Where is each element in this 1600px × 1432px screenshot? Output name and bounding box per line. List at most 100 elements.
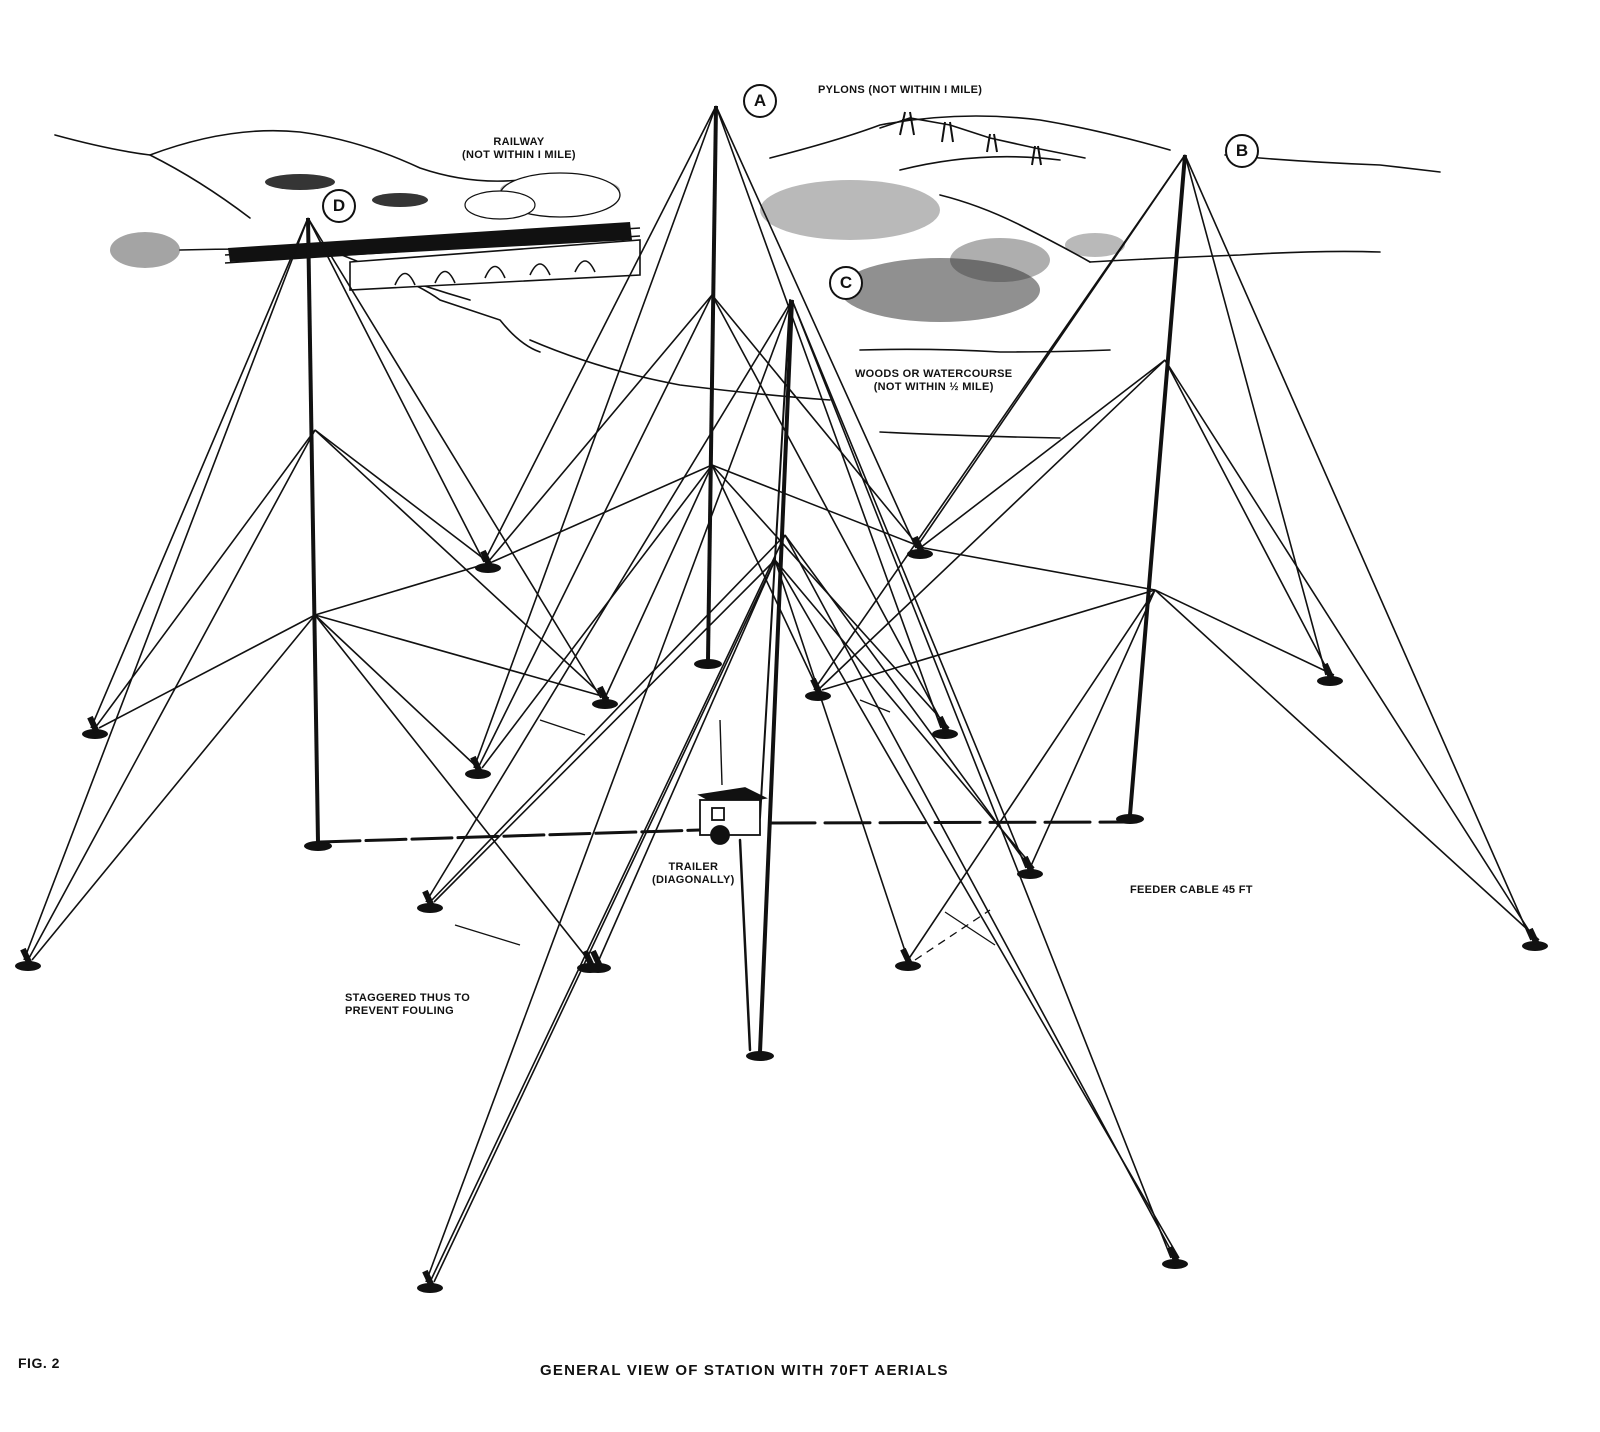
mast-b-stay-wire	[907, 589, 1156, 961]
hill-right-lower	[899, 155, 1061, 171]
mast-a-base	[694, 659, 722, 669]
anchor-peg	[895, 961, 921, 971]
feeder-cables	[318, 299, 1132, 1052]
railway-label-line1: RAILWAY	[493, 136, 545, 148]
railway-label: RAILWAY (NOT WITHIN I MILE)	[462, 136, 576, 162]
mast-d-stay-wire	[314, 614, 479, 769]
masts	[306, 105, 1187, 1053]
stay-wires	[23, 105, 1540, 1283]
woods-label-line2: (NOT WITHIN ½ MILE)	[873, 381, 994, 393]
mast-c-stay-wire	[429, 534, 786, 1283]
mast-c-stay-wire	[784, 534, 1031, 869]
mast-a-stay-wire	[481, 464, 713, 769]
mast-b-stay-wire	[821, 589, 1156, 691]
feeder-cable-label: FEEDER CABLE 45 FT	[1130, 884, 1253, 896]
trailer-label-line2: (DIAGONALLY)	[652, 874, 735, 886]
mast-b-stay-wire	[1184, 154, 1327, 676]
anchor-peg	[1522, 941, 1548, 951]
mast-c-stay-wire	[425, 299, 793, 1283]
mast-d-stay-wire	[94, 429, 316, 729]
mast-c-stay-wire	[774, 559, 1035, 869]
hill-right	[769, 115, 1171, 159]
anchor-peg	[592, 699, 618, 709]
hill-left	[54, 129, 521, 182]
mast-c-stay-wire	[433, 559, 776, 903]
anchor-peg	[417, 1283, 443, 1293]
anchor-pegs	[15, 535, 1548, 1293]
mast-d-pole	[306, 217, 320, 843]
mast-c-stay-wire	[774, 559, 1180, 1259]
anchor-peg	[82, 729, 108, 739]
horizon-right	[1089, 250, 1381, 263]
mast-c-stay-wire	[429, 534, 786, 903]
mast-a-stay-wire	[711, 464, 925, 549]
figure-caption: GENERAL VIEW OF STATION WITH 70FT AERIAL…	[540, 1362, 949, 1379]
mast-a-stay-wire	[473, 105, 717, 769]
anchor-stake	[597, 685, 610, 703]
mast-a-stay-wire	[487, 294, 713, 563]
mast-c-stay-wire	[791, 299, 1172, 1259]
anchor-peg	[585, 963, 611, 973]
railway-label-line2: (NOT WITHIN I MILE)	[462, 149, 576, 161]
mast-c-label: C	[829, 266, 863, 300]
mast-b-stay-wire	[1164, 359, 1536, 941]
mast-c-stay-wire	[433, 559, 776, 1283]
hill-left-lower	[149, 154, 251, 219]
anchor-stake	[20, 947, 33, 965]
mast-d-stay-wire	[314, 561, 493, 616]
field-edge-3	[859, 348, 1111, 353]
mast-b-stay-wire	[1164, 359, 1331, 676]
mast-b-stay-wire	[1154, 589, 1540, 941]
feeder-to-c	[759, 299, 791, 819]
mast-b-stay-wire	[817, 359, 1166, 691]
mast-d-stay-wire	[314, 429, 606, 699]
mast-a-stay-wire	[715, 105, 942, 729]
anchor-peg	[15, 961, 41, 971]
anchor-peg	[1317, 676, 1343, 686]
mast-a-stay-wire	[491, 464, 713, 563]
anchor-peg	[1162, 1259, 1188, 1269]
mast-b-stay-wire	[919, 359, 1166, 549]
anchor-stake	[422, 1269, 435, 1287]
trailer-label-line1: TRAILER	[668, 861, 719, 873]
mast-d-stay-wire	[314, 614, 610, 699]
pylons-label: PYLONS (NOT WITHIN I MILE)	[818, 84, 983, 96]
anchor-peg	[932, 729, 958, 739]
mast-c-stay-wire	[791, 299, 1027, 869]
mast-d-stay-wire	[90, 217, 309, 729]
anchor-stake	[470, 755, 483, 773]
mast-c-stay-wire	[597, 559, 776, 963]
anchor-peg	[417, 903, 443, 913]
mast-b-stay-wire	[1184, 154, 1532, 941]
mast-d-stay-wire	[307, 217, 485, 563]
mast-d-stay-wire	[31, 614, 316, 961]
figure-number: FIG. 2	[18, 1355, 60, 1371]
mast-a-stay-wire	[483, 105, 717, 563]
pylon-line	[879, 117, 1086, 159]
mast-b-stay-wire	[1154, 589, 1335, 676]
anchor-peg	[907, 549, 933, 559]
staggered-label: STAGGERED THUS TO PREVENT FOULING	[345, 992, 470, 1018]
mast-a-stay-wire	[715, 105, 917, 549]
staggered-label-line2: PREVENT FOULING	[345, 1005, 455, 1017]
field-edge-4	[879, 431, 1061, 439]
woods-label-line1: WOODS OR WATERCOURSE	[855, 368, 1013, 380]
staggered-label-line1: STAGGERED THUS TO	[345, 992, 471, 1004]
mast-d-stay-wire	[314, 614, 591, 963]
mast-a-pole	[706, 105, 718, 661]
anchor-peg	[805, 691, 831, 701]
mast-d-base	[304, 841, 332, 851]
mast-d-label: D	[322, 189, 356, 223]
mast-a-label: A	[743, 84, 777, 118]
mast-c-stay-wire	[774, 559, 909, 961]
feeder-to-d	[318, 828, 702, 844]
mast-d-stay-wire	[27, 429, 316, 961]
feeder-to-mast-front	[738, 838, 752, 1052]
mast-c-pole	[758, 299, 794, 1053]
anchor-peg	[1017, 869, 1043, 879]
mast-b-pole	[1128, 154, 1187, 816]
mast-b-stay-wire	[915, 154, 1186, 549]
mast-a-stay-wire	[604, 464, 713, 699]
mast-a-stay-wire	[711, 294, 921, 549]
